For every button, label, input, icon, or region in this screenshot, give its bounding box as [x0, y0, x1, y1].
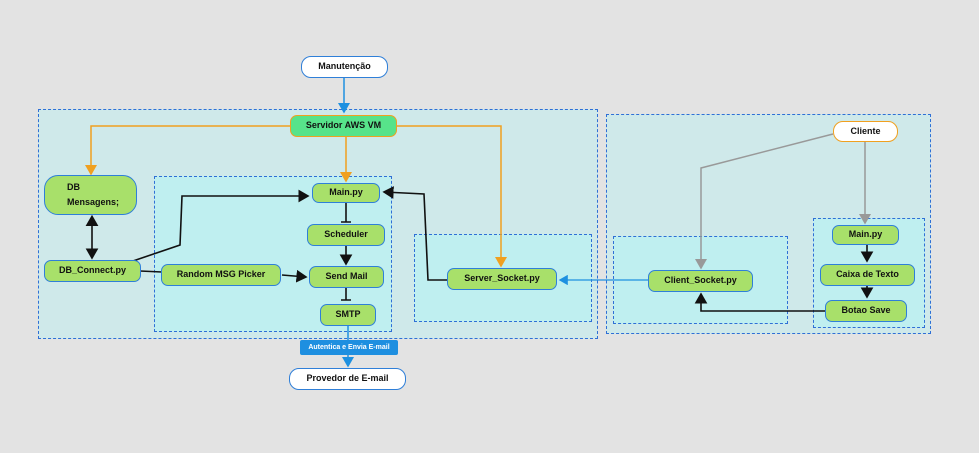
servidor-node: Servidor AWS VM [290, 115, 397, 137]
manutencao-label: Manutenção [318, 61, 371, 72]
server-socket-node: Server_Socket.py [447, 268, 557, 290]
servidor-label: Servidor AWS VM [305, 120, 382, 131]
scheduler-label: Scheduler [324, 229, 368, 240]
link-dbconnect-main [129, 189, 310, 263]
db-connect-label: DB_Connect.py [58, 265, 126, 276]
db-node: DB Mensagens; [44, 175, 137, 215]
provedor-node: Provedor de E-mail [289, 368, 406, 390]
db-label-line1: DB [67, 181, 80, 192]
scheduler-node: Scheduler [307, 224, 385, 246]
auth-label: Autentica e Envia E-mail [308, 343, 390, 351]
client-socket-node: Client_Socket.py [648, 270, 753, 292]
auth-label-node: Autentica e Envia E-mail [300, 340, 398, 355]
client-socket-label: Client_Socket.py [664, 275, 737, 286]
link-dbconnect-random [139, 270, 163, 273]
main-server-node: Main.py [312, 183, 380, 203]
cliente-label: Cliente [850, 125, 881, 136]
botao-label: Botao Save [841, 305, 891, 316]
link-botao-clientsocket [694, 292, 825, 312]
send-mail-label: Send Mail [325, 271, 368, 282]
link-sendmail-smtp [341, 288, 351, 301]
link-main-scheduler [341, 203, 351, 223]
random-picker-node: Random MSG Picker [161, 264, 281, 286]
smtp-node: SMTP [320, 304, 376, 326]
smtp-label: SMTP [335, 309, 361, 320]
link-random-sendmail [281, 269, 308, 283]
random-picker-label: Random MSG Picker [176, 269, 266, 280]
caixa-node: Caixa de Texto [820, 264, 915, 286]
main-client-node: Main.py [832, 225, 899, 245]
server-socket-label: Server_Socket.py [464, 273, 540, 284]
main-client-label: Main.py [848, 229, 883, 240]
caixa-label: Caixa de Texto [836, 269, 899, 280]
cliente-node: Cliente [833, 121, 898, 142]
send-mail-node: Send Mail [309, 266, 384, 288]
botao-node: Botao Save [825, 300, 907, 322]
link-serversocket-main [382, 186, 447, 281]
db-label-line2: Mensagens; [67, 196, 120, 207]
link-servidor-db [85, 125, 290, 176]
link-cliente-clientsocket [695, 133, 834, 270]
provedor-label: Provedor de E-mail [306, 373, 389, 384]
manutencao-node: Manutenção [301, 56, 388, 78]
link-servidor-serversocket [397, 125, 507, 268]
main-server-label: Main.py [329, 187, 363, 198]
db-connect-node: DB_Connect.py [44, 260, 141, 282]
